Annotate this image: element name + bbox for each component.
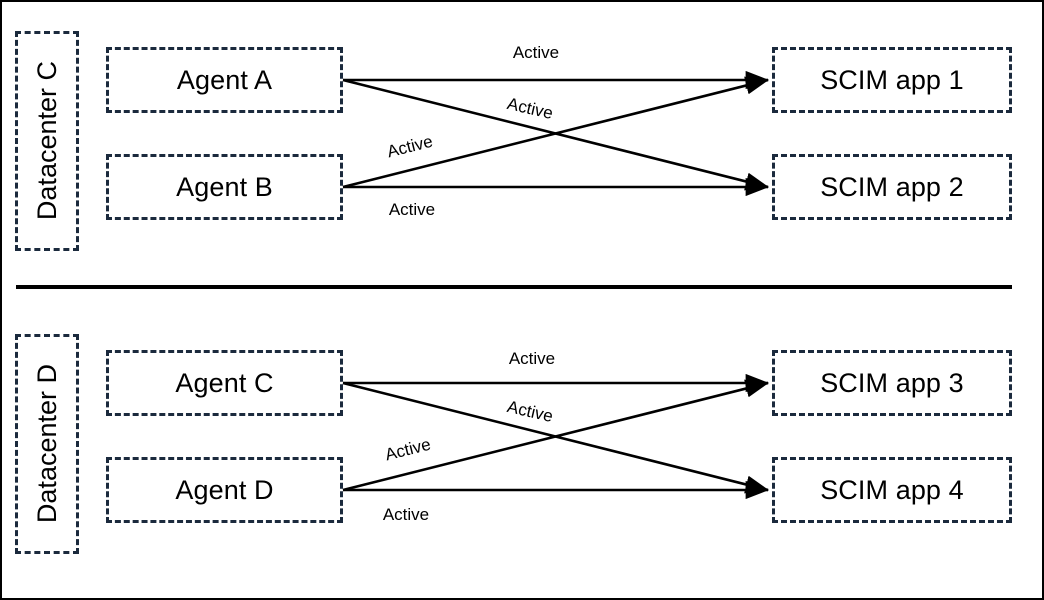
datacenter-d-container[interactable]: Datacenter D bbox=[15, 334, 79, 554]
node-agent-d[interactable]: Agent D bbox=[106, 457, 343, 523]
datacenter-d-label: Datacenter D bbox=[31, 364, 62, 524]
node-agent-b-label: Agent B bbox=[176, 171, 273, 202]
node-scim-app-4[interactable]: SCIM app 4 bbox=[772, 457, 1012, 523]
edge-label-agent-d-to-scim-app-3: Active bbox=[383, 434, 433, 465]
node-agent-c-label: Agent C bbox=[175, 367, 274, 398]
node-agent-b[interactable]: Agent B bbox=[106, 154, 343, 220]
section-divider bbox=[16, 285, 1012, 289]
node-agent-a-label: Agent A bbox=[176, 64, 273, 95]
edge-label-agent-d-to-scim-app-4: Active bbox=[382, 505, 430, 524]
node-agent-d-label: Agent D bbox=[175, 474, 274, 505]
node-scim-app-1[interactable]: SCIM app 1 bbox=[772, 47, 1012, 113]
edge-agent-d-to-scim-app-3[interactable] bbox=[342, 379, 770, 492]
edge-label-agent-c-to-scim-app-3: Active bbox=[508, 349, 556, 368]
node-scim-app-3[interactable]: SCIM app 3 bbox=[772, 350, 1012, 416]
edge-label-agent-b-to-scim-app-1: Active bbox=[385, 131, 435, 162]
datacenter-c-label: Datacenter C bbox=[31, 61, 62, 221]
datacenter-c-container[interactable]: Datacenter C bbox=[15, 31, 79, 251]
edge-label-agent-c-to-scim-app-4: Active bbox=[505, 397, 555, 426]
node-scim-app-2-label: SCIM app 2 bbox=[820, 171, 964, 202]
edge-label-agent-a-to-scim-app-1: Active bbox=[512, 43, 560, 62]
node-scim-app-3-label: SCIM app 3 bbox=[820, 367, 964, 398]
node-scim-app-4-label: SCIM app 4 bbox=[820, 474, 964, 505]
node-scim-app-2[interactable]: SCIM app 2 bbox=[772, 154, 1012, 220]
edge-agent-c-to-scim-app-4[interactable] bbox=[342, 381, 770, 494]
node-agent-c[interactable]: Agent C bbox=[106, 350, 343, 416]
edge-agent-b-to-scim-app-1[interactable] bbox=[342, 76, 770, 189]
edge-agent-a-to-scim-app-2[interactable] bbox=[342, 78, 770, 191]
edge-label-agent-b-to-scim-app-2: Active bbox=[388, 200, 436, 219]
node-scim-app-1-label: SCIM app 1 bbox=[820, 64, 964, 95]
node-agent-a[interactable]: Agent A bbox=[106, 47, 343, 113]
edge-label-agent-a-to-scim-app-2: Active bbox=[505, 94, 555, 123]
